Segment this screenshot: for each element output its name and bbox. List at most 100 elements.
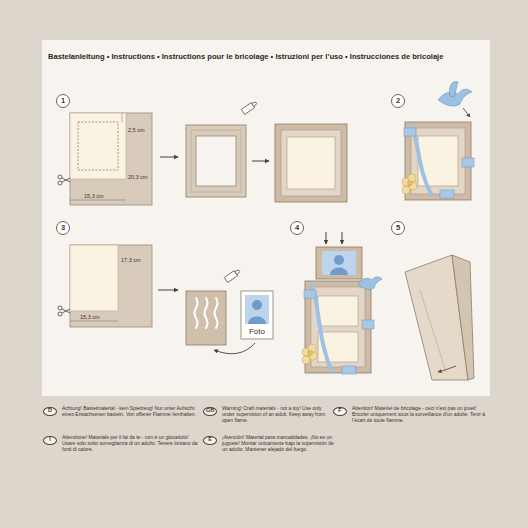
callout-number: 3 — [61, 224, 65, 232]
back-panel-part-part — [205, 298, 208, 328]
sheet-step-1-part — [122, 113, 123, 122]
small-frame-part — [334, 255, 344, 265]
dimension: 15,3 cm — [80, 314, 100, 321]
small-frame-part — [316, 247, 362, 279]
bird-arrow — [463, 108, 470, 117]
decorated-frame-part — [405, 122, 471, 200]
sheet-step-1-part — [70, 200, 126, 201]
decorated-frame-part — [402, 174, 417, 194]
glue-tube-part — [235, 269, 241, 275]
scissors-part — [62, 309, 70, 313]
dimension: 2,5 cm — [128, 127, 145, 134]
step-number: 5 — [391, 221, 405, 235]
photo-card-part — [241, 291, 273, 339]
finished-frame-part — [342, 366, 356, 374]
decorated-frame-part — [404, 128, 416, 136]
dimension: 15,3 cm — [84, 193, 104, 200]
warning-text: ¡Atención! Material para manualidades. ¡… — [222, 434, 338, 452]
back-panel-part — [195, 298, 218, 328]
step-number: 4 — [290, 221, 304, 235]
scissors-part — [58, 181, 62, 185]
folded-stand — [405, 255, 474, 380]
back-panel-part-part — [215, 298, 218, 328]
language-code: F — [338, 408, 341, 414]
glue-tube — [241, 100, 258, 114]
callout-number: 1 — [61, 97, 65, 105]
language-badge: I — [43, 436, 57, 445]
dimension: 20,3 cm — [128, 174, 148, 181]
cut-frame-part — [191, 130, 241, 192]
sheet-step-1-part — [78, 122, 118, 170]
step-number: 2 — [391, 94, 405, 108]
cut-frame-part — [196, 136, 236, 186]
finished-frame-part-part — [358, 277, 382, 290]
layered-frame-part — [275, 124, 347, 202]
down-arrow — [326, 232, 327, 244]
language-code: GB — [206, 408, 214, 414]
cut-frame — [186, 125, 246, 197]
back-panel-part-part — [195, 298, 198, 328]
finished-frame-part — [358, 277, 382, 290]
photo-card-part — [248, 317, 266, 325]
sheet-step-3-part — [70, 245, 152, 327]
language-badge: F — [333, 407, 347, 416]
photo-card: Foto — [241, 291, 273, 339]
language-code: E — [208, 437, 212, 443]
glue-tube-part — [252, 101, 258, 107]
decorated-frame-part — [462, 158, 474, 167]
language-badge: E — [203, 436, 217, 445]
dimension: 17,3 cm — [121, 257, 141, 264]
language-badge: D — [43, 407, 57, 416]
finished-frame-part-part — [302, 356, 310, 364]
scissors-part — [62, 178, 70, 182]
photo-arrow — [214, 343, 255, 354]
scissors-part — [58, 306, 62, 310]
sheet-step-3-part — [70, 245, 118, 311]
callout-number: 4 — [295, 224, 299, 232]
finished-frame-part-part — [308, 351, 313, 356]
step-number: 1 — [56, 94, 70, 108]
photo-label: Foto — [249, 328, 265, 336]
down-arrow — [342, 232, 343, 244]
step-arrow — [252, 161, 269, 162]
panel — [42, 40, 490, 396]
scissors — [58, 306, 70, 316]
sheet-step-1-part — [70, 113, 126, 179]
photo-card — [241, 291, 273, 339]
bird — [438, 82, 472, 106]
folded-stand-part — [452, 255, 474, 380]
step-arrow — [160, 157, 178, 158]
finished-frame-part — [304, 290, 316, 298]
finished-frame-part — [305, 281, 371, 373]
fold-arrow — [438, 366, 456, 372]
back-panel-part — [186, 291, 226, 345]
callout-number: 5 — [396, 224, 400, 232]
warning-text: Achtung! Bastelmaterial - kein Spielzeug… — [62, 405, 198, 417]
bird-part — [449, 82, 458, 97]
finished-frame — [302, 277, 382, 374]
scissors-part — [58, 312, 62, 316]
finished-frame-part — [362, 320, 374, 329]
language-code: D — [48, 408, 52, 414]
warning-text: Attention! Matériel de bricolage - ceci … — [352, 405, 488, 423]
scissors-part — [62, 309, 70, 313]
sheet-step-3 — [70, 245, 152, 327]
layered-frame — [275, 124, 347, 202]
finished-frame-part — [302, 344, 317, 364]
warning-text: Warning! Craft materials - not a toy! Us… — [222, 405, 332, 423]
decorated-frame-part-part — [402, 186, 410, 194]
folded-stand-part — [420, 290, 446, 372]
scissors-part — [58, 175, 62, 179]
finished-frame-part — [318, 296, 358, 326]
cut-frame-part — [186, 125, 246, 197]
decorated-frame — [402, 122, 474, 200]
title: Bastelanleitung • Instructions • Instruc… — [48, 52, 443, 61]
small-frame-part — [322, 251, 356, 275]
small-frame-part — [330, 268, 348, 276]
callout-number: 2 — [396, 97, 400, 105]
photo-card-part — [245, 295, 269, 324]
scissors-part — [62, 178, 70, 182]
sheet-step-1 — [70, 113, 152, 205]
language-code: I — [49, 437, 51, 443]
layered-frame-part — [287, 137, 335, 189]
